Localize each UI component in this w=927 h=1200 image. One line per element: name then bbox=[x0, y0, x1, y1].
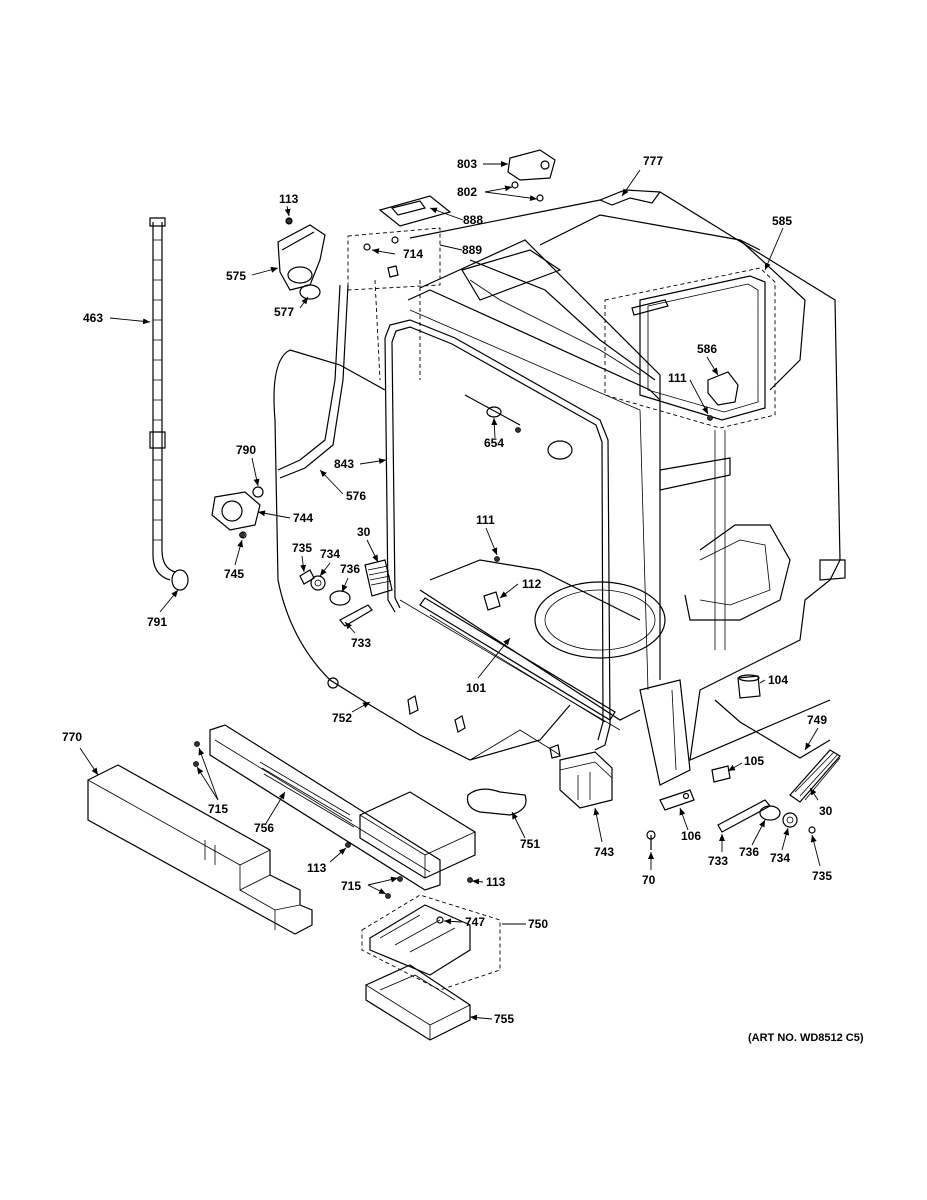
drain-hose-463 bbox=[149, 217, 189, 591]
callout-777: 777 bbox=[643, 154, 663, 168]
callout-104: 104 bbox=[768, 673, 788, 687]
bracket-106 bbox=[646, 789, 695, 850]
gasket-outline-585 bbox=[604, 267, 776, 429]
vent-575 bbox=[277, 217, 326, 300]
inner-tub-frame bbox=[419, 239, 731, 786]
callout-751: 751 bbox=[520, 837, 540, 851]
screws bbox=[193, 218, 713, 899]
callout-105: 105 bbox=[744, 754, 764, 768]
callout-749: 749 bbox=[807, 713, 827, 727]
module-743 bbox=[559, 751, 613, 809]
leader-lines bbox=[79, 161, 821, 1021]
callout-791: 791 bbox=[147, 615, 167, 629]
callout-585: 585 bbox=[772, 214, 792, 228]
callout-111-b: 111 bbox=[476, 513, 495, 527]
wire-harness-752 bbox=[327, 677, 561, 759]
callout-112: 112 bbox=[522, 577, 542, 591]
hose-576 bbox=[273, 284, 571, 761]
callout-755: 755 bbox=[494, 1012, 514, 1026]
part-654 bbox=[464, 394, 521, 426]
part-112 bbox=[483, 591, 501, 611]
callout-770: 770 bbox=[62, 730, 82, 744]
callout-labels: 803 777 802 113 888 889 714 585 575 577 … bbox=[62, 154, 864, 1044]
callout-735-b: 735 bbox=[812, 869, 832, 883]
insulation-770 bbox=[87, 764, 313, 935]
callout-790: 790 bbox=[236, 443, 256, 457]
callout-803: 803 bbox=[457, 157, 477, 171]
door-gasket-843 bbox=[384, 289, 661, 751]
control-board-750 bbox=[361, 894, 501, 991]
callout-735-a: 735 bbox=[292, 541, 312, 555]
callout-745: 745 bbox=[224, 567, 244, 581]
callout-70: 70 bbox=[642, 873, 656, 887]
callout-888: 888 bbox=[463, 213, 483, 227]
callout-101: 101 bbox=[466, 681, 486, 695]
callout-752: 752 bbox=[332, 711, 352, 725]
callout-734-b: 734 bbox=[770, 851, 790, 865]
callout-715-b: 715 bbox=[341, 879, 361, 893]
callout-106: 106 bbox=[681, 829, 701, 843]
callout-743: 743 bbox=[594, 845, 614, 859]
callout-111-a: 111 bbox=[668, 371, 687, 385]
callout-30-b: 30 bbox=[819, 804, 833, 818]
callout-654: 654 bbox=[484, 436, 504, 450]
callout-577: 577 bbox=[274, 305, 294, 319]
panel-756 bbox=[209, 724, 476, 891]
callout-744: 744 bbox=[293, 511, 313, 525]
callout-113-b: 113 bbox=[307, 861, 327, 875]
callout-463: 463 bbox=[83, 311, 103, 325]
callout-843: 843 bbox=[334, 457, 354, 471]
tub-outer-shell bbox=[409, 189, 846, 761]
callout-802: 802 bbox=[457, 185, 477, 199]
callout-586: 586 bbox=[697, 342, 717, 356]
callout-113-c: 113 bbox=[486, 875, 506, 889]
callout-733-b: 733 bbox=[708, 854, 728, 868]
callout-575: 575 bbox=[226, 269, 246, 283]
callout-750: 750 bbox=[528, 917, 548, 931]
callout-736-b: 736 bbox=[739, 845, 759, 859]
callout-714: 714 bbox=[403, 247, 423, 261]
harness-751 bbox=[466, 788, 527, 816]
callout-113: 113 bbox=[279, 192, 299, 206]
callout-733-a: 733 bbox=[351, 636, 371, 650]
callout-715-a: 715 bbox=[208, 802, 228, 816]
callout-576: 576 bbox=[346, 489, 366, 503]
art-number: (ART NO. WD8512 C5) bbox=[748, 1032, 864, 1044]
rack-rail-101 bbox=[419, 597, 616, 723]
housing-889 bbox=[347, 195, 452, 381]
callout-747: 747 bbox=[465, 915, 485, 929]
pump-744 bbox=[211, 486, 264, 539]
callout-30-a: 30 bbox=[357, 525, 371, 539]
part-803 bbox=[507, 149, 556, 202]
callout-734-a: 734 bbox=[320, 547, 340, 561]
callout-756: 756 bbox=[254, 821, 274, 835]
callout-736-a: 736 bbox=[340, 562, 360, 576]
callout-889: 889 bbox=[462, 243, 482, 257]
board-tray-755 bbox=[365, 964, 471, 1041]
part-586 bbox=[707, 371, 739, 406]
